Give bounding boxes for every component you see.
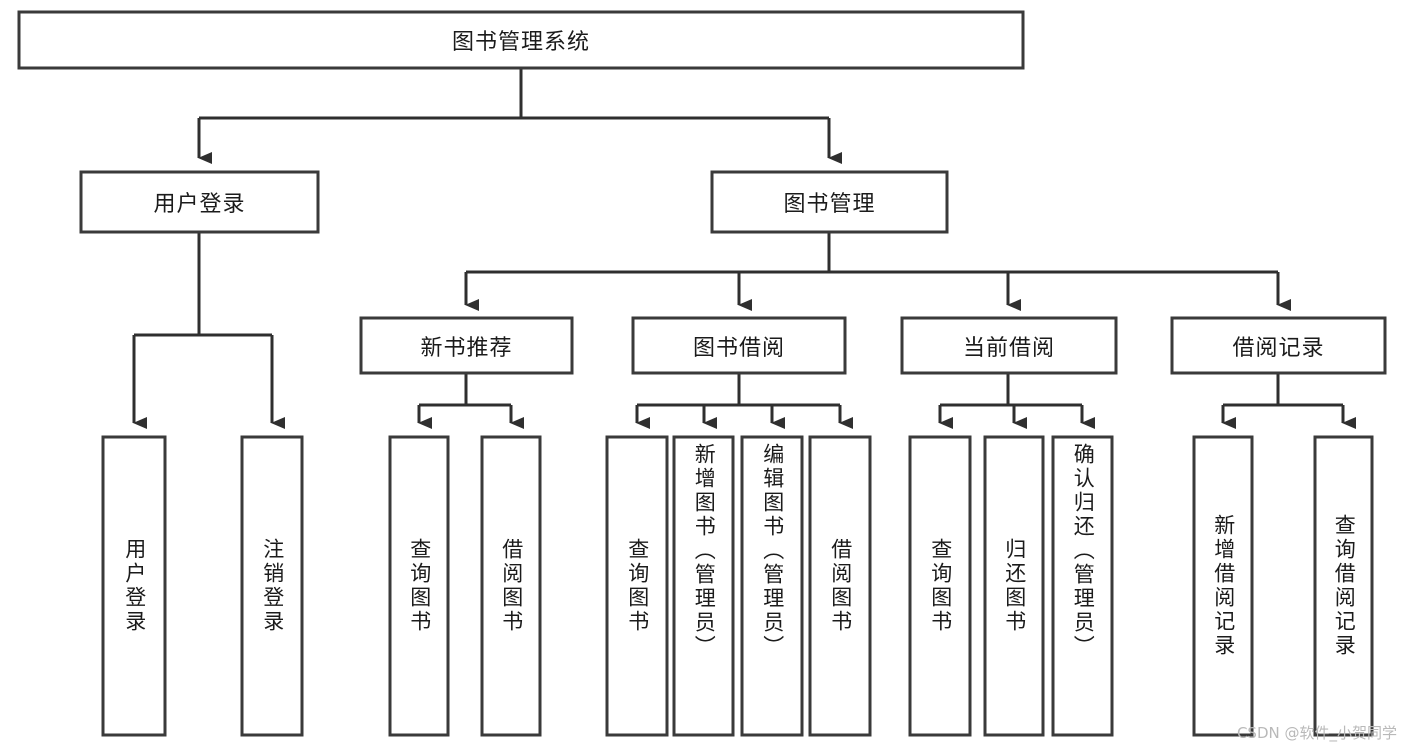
node-leaf-borrow-book-1-box[interactable] <box>480 435 542 737</box>
node-leaf-query-book-1-box[interactable] <box>388 435 450 737</box>
node-book-management-box[interactable] <box>710 170 949 234</box>
node-leaf-logout-box[interactable] <box>240 435 304 737</box>
node-user-login-box[interactable] <box>79 170 320 234</box>
node-borrow-record-box[interactable] <box>1170 316 1387 375</box>
node-current-borrow-box[interactable] <box>900 316 1118 375</box>
node-leaf-confirm-return-box[interactable] <box>1051 435 1114 737</box>
node-leaf-add-book-box[interactable] <box>672 435 735 737</box>
node-leaf-borrow-book-2-box[interactable] <box>808 435 872 737</box>
node-leaf-edit-book-box[interactable] <box>740 435 804 737</box>
node-box-layer <box>17 10 1387 737</box>
node-leaf-query-record-box[interactable] <box>1313 435 1374 737</box>
node-root-box[interactable] <box>17 10 1025 70</box>
node-book-borrow-box[interactable] <box>631 316 847 375</box>
node-new-book-recommend-box[interactable] <box>359 316 574 375</box>
node-leaf-return-book-box[interactable] <box>983 435 1045 737</box>
connector-layer <box>132 68 1356 429</box>
node-leaf-add-record-box[interactable] <box>1192 435 1254 737</box>
node-leaf-query-book-3-box[interactable] <box>908 435 972 737</box>
node-leaf-user-login-box[interactable] <box>101 435 167 737</box>
node-leaf-query-book-2-box[interactable] <box>605 435 669 737</box>
